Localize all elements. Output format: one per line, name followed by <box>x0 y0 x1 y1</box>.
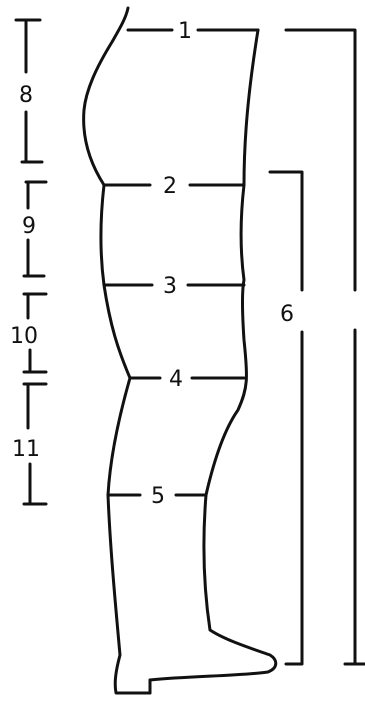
bracket-6 <box>270 172 302 664</box>
label-1: 1 <box>178 19 192 44</box>
label-4: 4 <box>169 367 183 392</box>
label-11: 11 <box>12 437 40 462</box>
label-10: 10 <box>10 324 38 349</box>
bracket-7 <box>286 30 365 664</box>
label-3: 3 <box>163 274 177 299</box>
label-6: 6 <box>280 302 294 327</box>
label-2: 2 <box>163 174 177 199</box>
label-5: 5 <box>151 484 165 509</box>
label-8: 8 <box>19 83 33 108</box>
label-9: 9 <box>22 214 36 239</box>
leg-outline-back <box>84 8 276 693</box>
